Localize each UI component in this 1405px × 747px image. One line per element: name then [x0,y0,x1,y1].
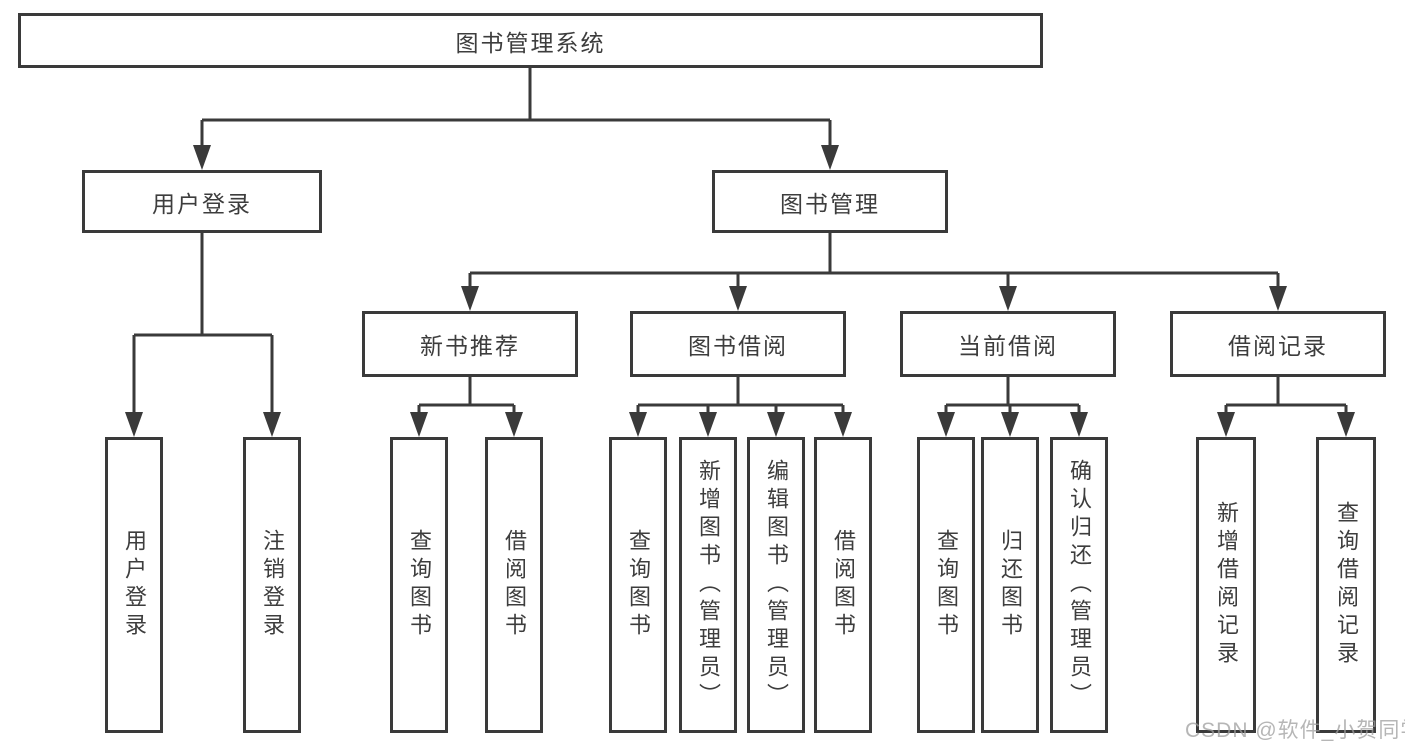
node-label: 图书管理系统 [455,29,606,56]
leaf-edit-book-admin: 编辑图书（管理员） [747,437,805,733]
node-label: 查询图书 [934,529,959,641]
leaf-return-book: 归还图书 [981,437,1039,733]
csdn-watermark: CSDN @软件_小贺同学 [1185,719,1405,742]
node-label: 查询借阅记录 [1334,501,1359,669]
leaf-query-book-recommend: 查询图书 [390,437,448,733]
leaf-query-borrow-record: 查询借阅记录 [1316,437,1376,733]
node-label: 新书推荐 [420,333,520,359]
node-label: 图书管理 [780,190,880,217]
node-root-system: 图书管理系统 [18,13,1043,68]
node-label: 查询图书 [407,529,432,641]
node-label: 新增图书（管理员） [696,459,721,711]
node-label: 查询图书 [626,529,651,641]
node-label: 新增借阅记录 [1214,501,1239,669]
leaf-user-login: 用户登录 [105,437,163,733]
node-book-management: 图书管理 [712,170,948,233]
node-label: 借阅图书 [502,529,527,641]
node-label: 注销登录 [260,529,285,641]
leaf-query-book-borrow: 查询图书 [609,437,667,733]
leaf-add-book-admin: 新增图书（管理员） [679,437,737,733]
node-new-book-recommend: 新书推荐 [362,311,578,377]
node-label: 当前借阅 [958,333,1058,359]
node-label: 用户登录 [122,529,147,641]
leaf-logout-login: 注销登录 [243,437,301,733]
node-label: 编辑图书（管理员） [764,459,789,711]
arrowhead-icons [125,145,1355,437]
node-label: 归还图书 [998,529,1023,641]
node-book-borrow: 图书借阅 [630,311,846,377]
leaf-add-borrow-record: 新增借阅记录 [1196,437,1256,733]
node-label: 确认归还（管理员） [1067,459,1092,711]
node-label: 借阅图书 [831,529,856,641]
node-user-login: 用户登录 [82,170,322,233]
node-label: 图书借阅 [688,333,788,359]
leaf-borrow-book: 借阅图书 [814,437,872,733]
node-current-borrow: 当前借阅 [900,311,1116,377]
node-label: 用户登录 [152,190,252,217]
leaf-borrow-book-recommend: 借阅图书 [485,437,543,733]
node-borrow-record: 借阅记录 [1170,311,1386,377]
leaf-confirm-return-admin: 确认归还（管理员） [1050,437,1108,733]
leaf-query-book-current: 查询图书 [917,437,975,733]
node-label: 借阅记录 [1228,333,1328,359]
